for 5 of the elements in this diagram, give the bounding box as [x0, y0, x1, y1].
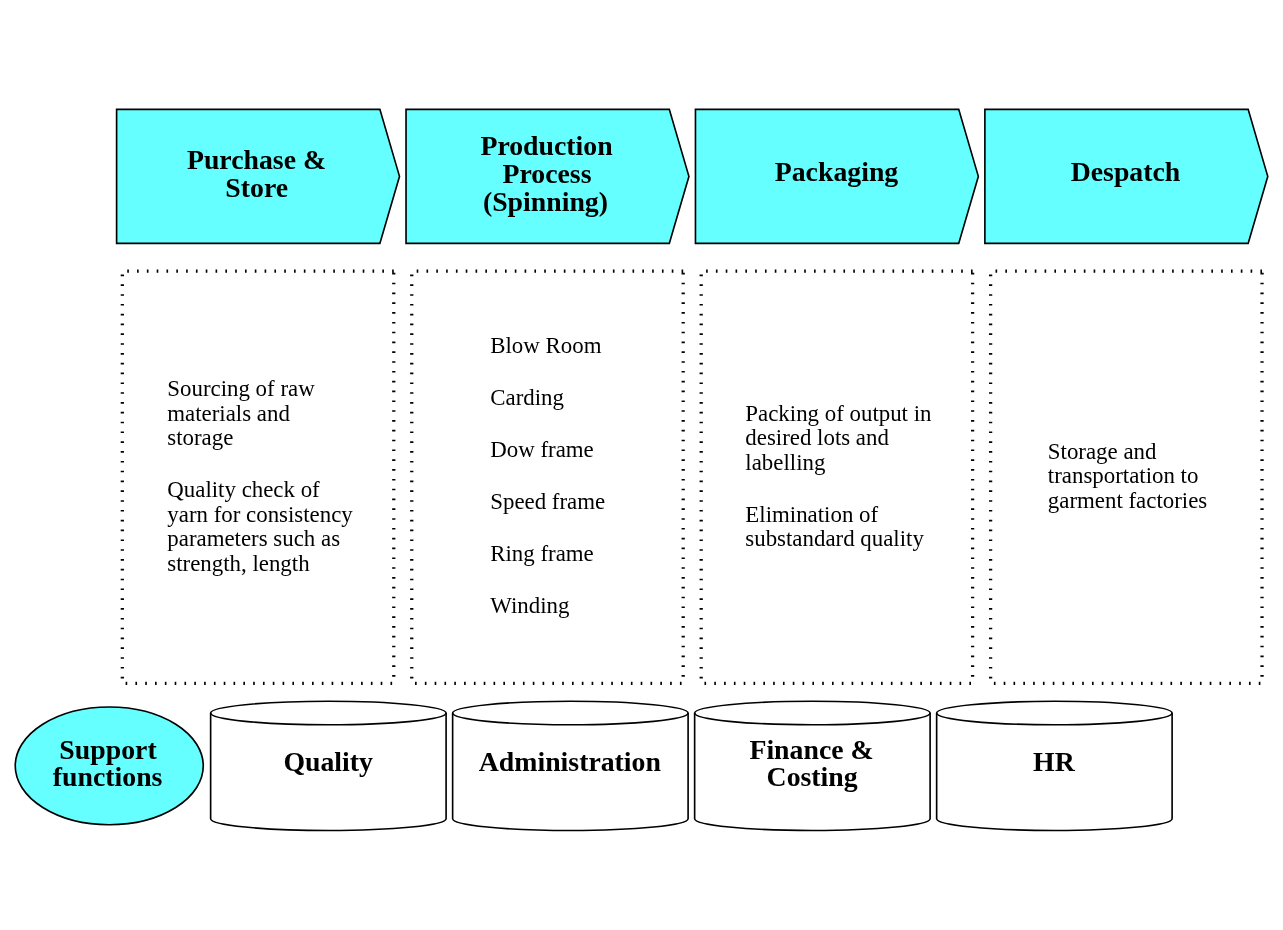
node-ellipse: Support functions	[14, 706, 205, 826]
node-box: Packing of output in desired lots and labelling Elimination of substandard quality	[699, 269, 975, 685]
node-box: Sourcing of raw materials and storage Quality check of yarn for consistency parameters such as strength, length	[120, 269, 396, 685]
node-box: Storage and transportation to garment factories	[988, 269, 1264, 685]
node-box: Blow Room Carding Dow frame Speed frame Ring frame Winding	[410, 269, 685, 685]
